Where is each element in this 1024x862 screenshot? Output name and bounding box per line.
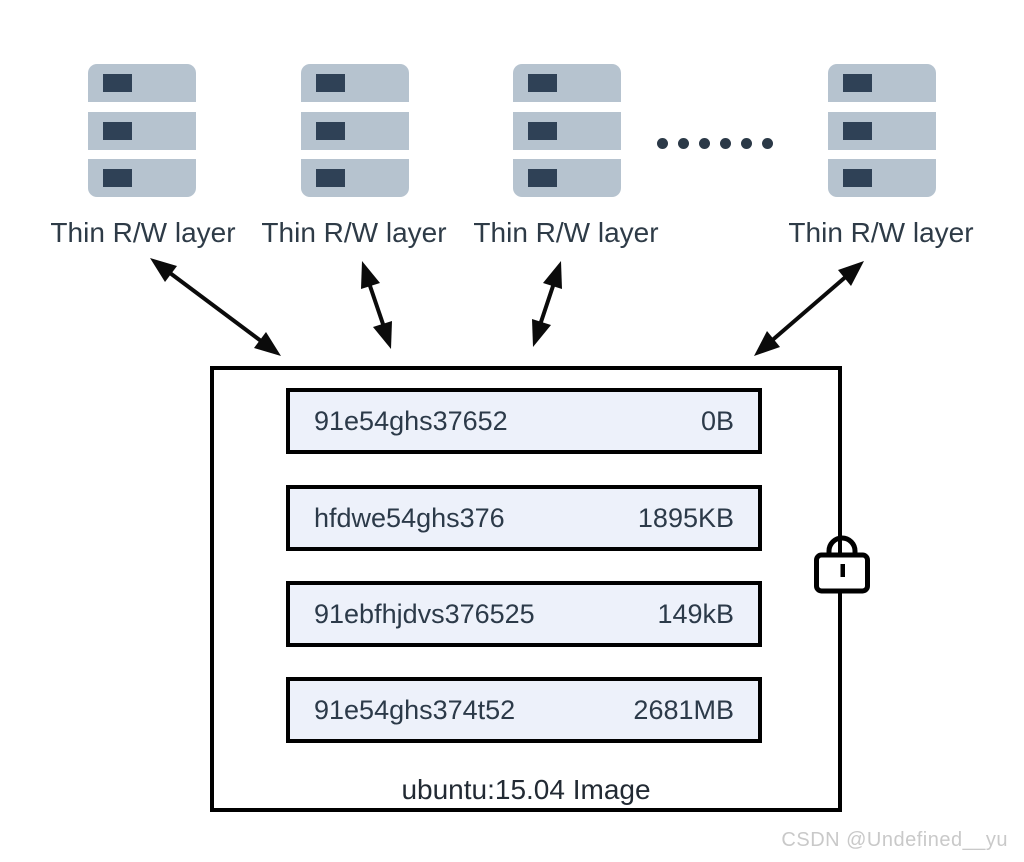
server-bar: [301, 159, 409, 197]
server-bar: [88, 111, 196, 150]
double-headed-arrow: [532, 261, 562, 347]
server-slot: [316, 121, 345, 140]
server-bar: [301, 111, 409, 150]
ellipsis-dot: [741, 138, 752, 149]
server-bar: [513, 159, 621, 197]
thin-rw-layer-label: Thin R/W layer: [788, 217, 974, 248]
server-bar: [88, 64, 196, 102]
thin-rw-layer-label: Thin R/W layer: [473, 217, 659, 248]
server-slot: [528, 121, 557, 140]
ellipsis-dot: [762, 138, 773, 149]
server-bar: [828, 64, 936, 102]
server-slot: [528, 74, 557, 92]
layer-id: 91e54ghs374t52: [314, 694, 516, 725]
server-slot: [843, 169, 872, 187]
ellipsis-dot: [720, 138, 731, 149]
server-slot: [103, 121, 132, 140]
server-bar: [88, 159, 196, 197]
thin-rw-layer-label: Thin R/W layer: [50, 217, 236, 248]
image-layer-row: 91ebfhjdvs376525 149kB: [286, 581, 762, 647]
ellipsis-dots: [657, 120, 773, 149]
image-caption: ubuntu:15.04 Image: [401, 774, 651, 805]
layer-id: 91e54ghs37652: [314, 405, 508, 436]
server-bar: [828, 159, 936, 197]
server-bar: [513, 111, 621, 150]
ellipsis-dot: [657, 138, 668, 149]
ellipsis-dot: [678, 138, 689, 149]
layer-size: 1895KB: [637, 502, 734, 533]
server-slot: [103, 169, 132, 187]
layer-size: 149kB: [657, 598, 734, 629]
server-slot: [103, 74, 132, 92]
double-headed-arrow: [754, 261, 864, 356]
image-layer-row: 91e54ghs374t52 2681MB: [286, 677, 762, 743]
server-bar: [828, 111, 936, 150]
server-bar: [301, 64, 409, 102]
server-bar: [513, 64, 621, 102]
server-stack-icon: [513, 64, 621, 197]
layer-id: 91ebfhjdvs376525: [314, 598, 535, 629]
double-headed-arrow: [150, 258, 281, 356]
server-slot: [528, 169, 557, 187]
ellipsis-dot: [699, 138, 710, 149]
server-slot: [843, 74, 872, 92]
server-slot: [843, 121, 872, 140]
image-layer-row: 91e54ghs37652 0B: [286, 388, 762, 454]
watermark: CSDN @Undefined__yu: [781, 829, 1008, 851]
server-slot: [316, 74, 345, 92]
thin-rw-layer-label: Thin R/W layer: [261, 217, 447, 248]
server-stack-icon: [828, 64, 936, 197]
layer-id: hfdwe54ghs376: [314, 502, 505, 533]
image-layer-row: hfdwe54ghs376 1895KB: [286, 485, 762, 551]
server-stack-icon: [88, 64, 196, 197]
server-slot: [316, 169, 345, 187]
lock-icon: [814, 535, 870, 594]
layer-size: 0B: [700, 405, 734, 436]
server-stack-icon: [301, 64, 409, 197]
layer-size: 2681MB: [633, 694, 734, 725]
double-headed-arrow: [361, 261, 392, 349]
